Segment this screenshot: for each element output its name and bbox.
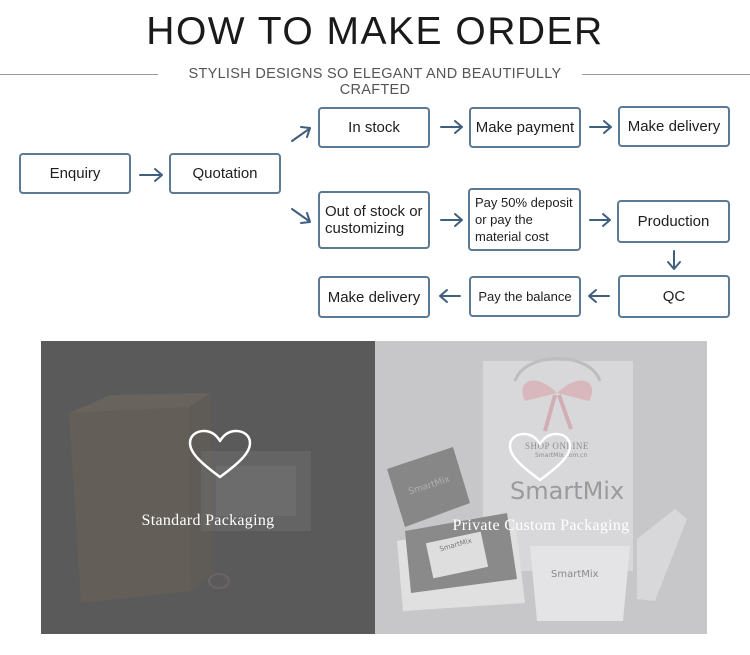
arrow-right-icon [440, 120, 463, 134]
shop-url-text: SmartMix.com.cn [535, 452, 588, 459]
page-title: HOW TO MAKE ORDER [146, 10, 604, 53]
flow-step-out-of-stock: Out of stock or customizing [318, 191, 430, 249]
page-subtitle: STYLISH DESIGNS SO ELEGANT AND BEAUTIFUL… [188, 66, 562, 98]
standard-packaging-label: Standard Packaging [141, 512, 275, 529]
arrow-diagonal-icon [291, 126, 311, 142]
standard-packaging-photo [41, 341, 375, 634]
arrow-diagonal-icon [291, 208, 311, 224]
flow-step-make-delivery-top: Make delivery [618, 106, 730, 147]
arrow-left-icon [588, 289, 610, 303]
cup-brand-text: SmartMix [551, 569, 599, 580]
flow-step-production: Production [617, 200, 730, 243]
arrow-right-icon [139, 168, 163, 182]
subtitle-divider-left [0, 74, 158, 75]
arrow-right-icon [440, 213, 463, 227]
arrow-right-icon [589, 213, 611, 227]
flow-step-pay-deposit: Pay 50% deposit or pay the material cost [468, 188, 581, 251]
custom-packaging-panel: SmartMix SHOP ONLINE SmartMix.com.cn Sma… [375, 341, 707, 634]
shop-online-text: SHOP ONLINE [525, 441, 589, 451]
heart-icon [508, 432, 572, 482]
arrow-down-icon [667, 250, 681, 270]
arrow-left-icon [439, 289, 461, 303]
bag-brand-text: SmartMix [510, 477, 625, 505]
arrow-right-icon [589, 120, 612, 134]
flow-step-make-payment: Make payment [469, 107, 581, 148]
flow-step-enquiry: Enquiry [19, 153, 131, 194]
flow-step-make-delivery-bottom: Make delivery [318, 276, 430, 318]
standard-packaging-panel: Standard Packaging [41, 341, 375, 634]
flow-step-quotation: Quotation [169, 153, 281, 194]
subtitle-row: STYLISH DESIGNS SO ELEGANT AND BEAUTIFUL… [0, 64, 750, 98]
subtitle-divider-right [582, 74, 750, 75]
flow-step-qc: QC [618, 275, 730, 318]
flow-arrows [139, 120, 681, 303]
custom-packaging-photo [375, 341, 707, 634]
flow-step-in-stock: In stock [318, 107, 430, 148]
heart-icon [188, 429, 252, 479]
custom-packaging-label: Private Custom Packaging [452, 517, 630, 534]
flow-step-pay-balance: Pay the balance [469, 276, 581, 317]
